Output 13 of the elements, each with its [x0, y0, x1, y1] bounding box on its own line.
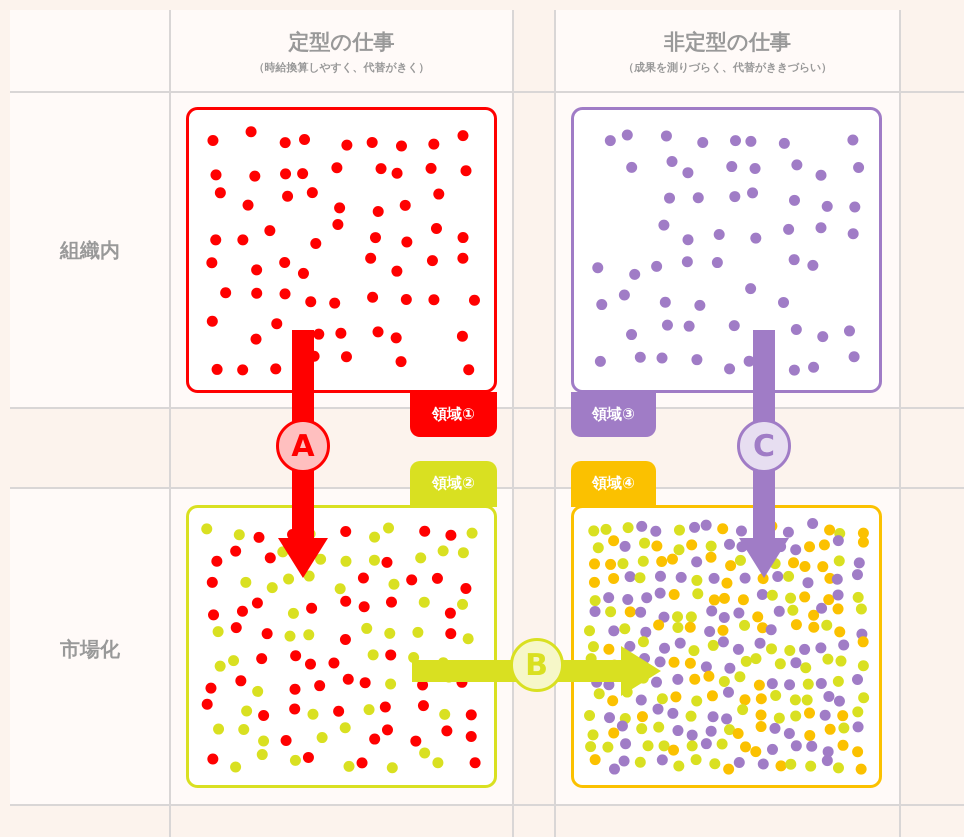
column-subheader: （時給換算しやすく、代替がきく） [252, 60, 430, 75]
region-tag: 領域② [410, 461, 497, 506]
region-tag: 領域③ [571, 392, 656, 437]
row-header: 市場化 [59, 636, 121, 663]
region-tag: 領域④ [571, 461, 656, 506]
edge-label: A [276, 419, 330, 473]
arrow [412, 646, 661, 696]
region-tag: 領域① [410, 392, 497, 437]
column-header: 定型の仕事 [287, 29, 396, 56]
row-header: 組織内 [58, 237, 121, 264]
column-subheader: （成果を測りづらく、代替がききづらい） [622, 60, 833, 75]
column-header: 非定型の仕事 [663, 29, 792, 56]
edge-label: C [737, 419, 791, 473]
